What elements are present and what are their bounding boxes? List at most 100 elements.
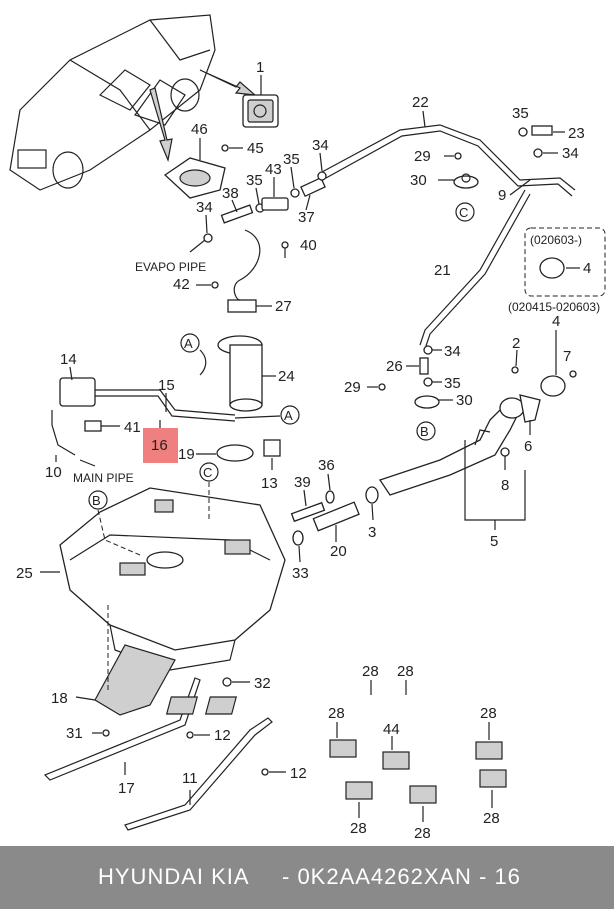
callout-27: 27 (275, 298, 292, 315)
ref-a-2: A (284, 408, 293, 423)
clamp-3 (365, 486, 379, 504)
callout-15: 15 (158, 377, 175, 394)
footer-part-number: - 0K2AA4262XA (282, 864, 456, 889)
callout-18: 18 (51, 690, 68, 707)
callout-25: 25 (16, 565, 33, 582)
callout-36: 36 (318, 457, 335, 474)
callout-19: 19 (178, 446, 195, 463)
callout-39: 39 (294, 474, 311, 491)
date-box-label: (020603-) (530, 233, 582, 247)
tank-strap-11 (124, 717, 273, 831)
vent-valve (531, 125, 553, 136)
callout-16: 16 (151, 437, 168, 454)
gasket-19 (216, 444, 254, 462)
ref-b-1: B (92, 493, 101, 508)
callout-24: 24 (278, 368, 295, 385)
callout-37: 37 (298, 209, 315, 226)
callout-35d: 35 (444, 375, 461, 392)
sender-unit (59, 377, 96, 407)
clamp-33 (292, 530, 304, 546)
callout-30b: 30 (456, 392, 473, 409)
revision-box (524, 227, 606, 297)
grommet-30 (414, 395, 440, 409)
date-range-label: (020415-020603) (508, 300, 600, 314)
hose-20 (312, 501, 360, 532)
callout-28f: 28 (350, 820, 367, 837)
callout-6: 6 (524, 438, 532, 455)
callout-12b: 12 (290, 765, 307, 782)
callout-28a: 28 (362, 663, 379, 680)
filler-cup (519, 394, 541, 423)
callout-28g: 28 (414, 825, 431, 842)
callout-28d: 28 (480, 705, 497, 722)
callout-17: 17 (118, 780, 135, 797)
callout-35a: 35 (246, 172, 263, 189)
callout-21: 21 (434, 262, 451, 279)
valve-13 (263, 439, 281, 457)
callout-11: 11 (182, 770, 198, 787)
hose-39 (290, 501, 326, 523)
footer-brand: HYUNDAI KIA (98, 864, 250, 889)
heat-shield (94, 644, 176, 716)
callout-2: 2 (512, 335, 520, 352)
callout-35b: 35 (283, 151, 300, 168)
evapo-pipe-label: EVAPO PIPE (135, 260, 206, 274)
purge-valve (261, 197, 289, 211)
tank-strap-17 (43, 677, 201, 781)
callout-45: 45 (247, 140, 264, 157)
callout-46: 46 (191, 121, 208, 138)
clamp-36 (325, 490, 335, 504)
callout-13: 13 (261, 475, 278, 492)
fuel-tank (59, 487, 286, 671)
callout-14: 14 (60, 351, 77, 368)
bolt-41 (84, 420, 102, 432)
fuel-system-diagram: 1 46 45 38 34 EVAPO PIPE 35 43 35 37 34 … (9, 14, 606, 842)
callout-10: 10 (45, 464, 62, 481)
evapo-connector (300, 176, 326, 198)
callout-41: 41 (124, 419, 141, 436)
callout-34a: 34 (196, 199, 213, 216)
fuel-door-arrow (199, 69, 257, 96)
callout-28e: 28 (483, 810, 500, 827)
pad-group (165, 696, 507, 804)
fuel-cap (540, 375, 566, 397)
callout-9: 9 (498, 187, 506, 204)
callout-38: 38 (222, 185, 239, 202)
callout-34c: 34 (562, 145, 579, 162)
ref-c-2: C (203, 465, 212, 480)
main-pipe-label: MAIN PIPE (73, 471, 134, 485)
callout-5: 5 (490, 533, 498, 550)
callout-20: 20 (330, 543, 347, 560)
bracket-27 (227, 299, 257, 313)
fitting-26 (419, 357, 429, 375)
callout-42: 42 (173, 276, 190, 293)
callout-8: 8 (501, 477, 509, 494)
callout-26: 26 (386, 358, 403, 375)
callout-34d: 34 (444, 343, 461, 360)
callout-30a: 30 (410, 172, 427, 189)
tank-area-arrow (149, 87, 173, 163)
highlight-box-16 (143, 428, 178, 463)
ref-b-2: B (420, 424, 429, 439)
callout-3: 3 (368, 524, 376, 541)
callout-40: 40 (300, 237, 317, 254)
callout-12a: 12 (214, 727, 231, 744)
fuel-pump-module (217, 335, 263, 412)
callout-32: 32 (254, 675, 271, 692)
evapo-hose (220, 204, 254, 224)
ref-a-1: A (184, 336, 193, 351)
callout-22: 22 (412, 94, 429, 111)
service-cover-plate (163, 157, 226, 199)
callout-4a: 4 (583, 260, 591, 277)
callout-23: 23 (568, 125, 585, 142)
callout-28b: 28 (397, 663, 414, 680)
footer-page: N - 16 (455, 864, 521, 889)
callout-31: 31 (66, 725, 83, 742)
callout-7: 7 (563, 348, 571, 365)
fuel-filler-door (242, 94, 279, 128)
callout-28c: 28 (328, 705, 345, 722)
callout-44: 44 (383, 721, 400, 738)
callout-29a: 29 (414, 148, 431, 165)
callout-35c: 35 (512, 105, 529, 122)
callout-4b: 4 (552, 313, 560, 330)
